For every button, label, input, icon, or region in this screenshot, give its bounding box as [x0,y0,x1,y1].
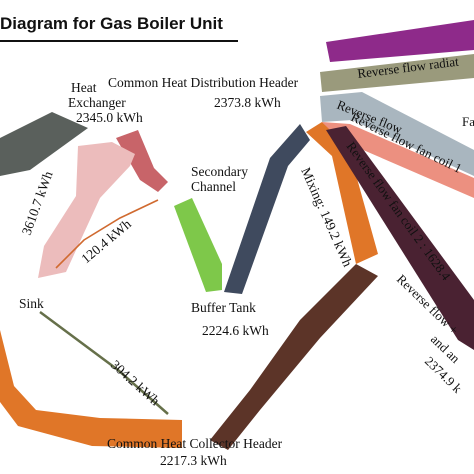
sink-to-collector-orange-band [0,330,182,448]
small-flow-thin-line [55,199,159,269]
fan-salmon-band [322,122,474,198]
reverse-plus-value: 2374.9 k [422,353,466,396]
buffer-tank-label: Buffer Tank [191,300,256,315]
diagram-title: Diagram for Gas Boiler Unit [0,14,223,33]
heat-exchanger-label: Heat [71,80,97,95]
heat-exchanger-band [116,130,168,192]
secondary-channel-label: Secondary [191,164,248,179]
reverse-flow-fan-coil-1-gray-band [320,92,474,176]
collector-flow-thin-line [39,310,169,415]
buffer-tank-value: 2224.6 kWh [202,323,269,338]
heat-exchanger-value: 2345.0 kWh [76,110,143,125]
mixing-orange-band [306,122,378,264]
title-underline [0,40,238,42]
secondary-channel-green-band [174,198,222,292]
heat-exchanger-label-2: Exchanger [68,95,126,110]
distribution-header-value: 2373.8 kWh [214,95,281,110]
distribution-header-navy-band [224,124,310,294]
collector-header-value: 2217.3 kWh [160,453,227,468]
distribution-header-label: Common Heat Distribution Header [108,75,299,90]
sink-pink-band [38,142,135,278]
dark-gray-band [0,112,88,176]
secondary-channel-label-2: Channel [191,179,236,194]
reverse-flow-radiator-purple-band [326,20,474,62]
reverse-flow-fan-coil-2-maroon-band [326,126,474,350]
collector-to-header-brown-band [210,264,378,450]
collector-header-label: Common Heat Collector Header [107,436,283,451]
sink-label: Sink [19,296,44,311]
collector-flow-label: 304.2 kWh [108,357,163,408]
sink-flow-label: 3610.7 kWh [19,169,56,237]
fan-label: Fa [462,114,474,129]
reverse-flow-olive-band [320,54,474,92]
